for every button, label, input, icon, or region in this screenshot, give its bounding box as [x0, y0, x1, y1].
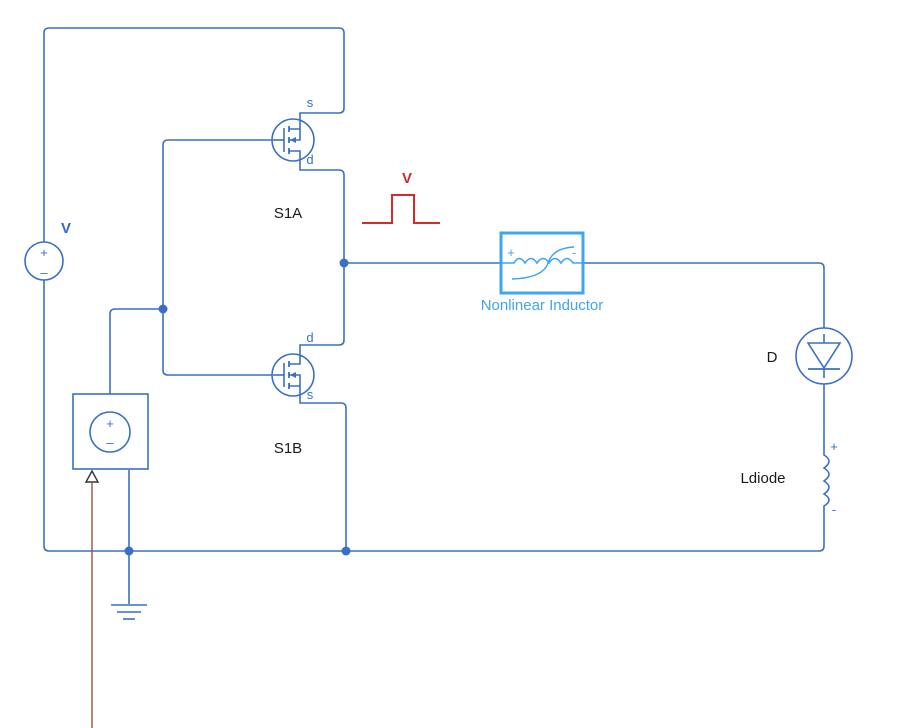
junction-dot [124, 546, 134, 556]
nonlinear-inductor-label: Nonlinear Inductor [481, 297, 604, 314]
junction-dot [341, 546, 351, 556]
dc-source-plus: + [40, 245, 48, 260]
ldiode-plus: + [830, 439, 838, 454]
wire-gate-bus[interactable] [162, 139, 273, 376]
wire-left-bottom[interactable] [43, 279, 825, 552]
s1b-label: S1B [274, 440, 302, 457]
wires [43, 27, 825, 604]
signal-input-port-icon[interactable] [84, 469, 100, 483]
wire-inductor-to-diode[interactable] [583, 262, 825, 334]
ldiode-minus: - [832, 502, 836, 517]
mosfet-s1a[interactable]: s d S1A [271, 95, 315, 222]
nonlinear-inductor[interactable]: + - Nonlinear Inductor [481, 231, 604, 314]
wire-s1b-source[interactable] [299, 397, 347, 551]
s1a-pin-s: s [307, 95, 314, 110]
controlled-source-minus: – [106, 435, 114, 450]
inductor-plus: + [507, 245, 515, 260]
wire-top-loop[interactable] [43, 27, 345, 243]
mosfet-s1b[interactable]: d s S1B [271, 330, 315, 457]
controlled-source-plus: + [106, 416, 114, 431]
s1a-pin-d: d [306, 152, 313, 167]
ground-icon[interactable] [111, 604, 147, 620]
s1a-label: S1A [274, 205, 302, 222]
junction-dot [339, 258, 349, 268]
s1b-pin-s: s [307, 387, 314, 402]
diode[interactable]: D [767, 327, 853, 385]
junctions [124, 258, 351, 556]
ldiode-label: Ldiode [740, 470, 785, 487]
inductor-minus: - [572, 245, 576, 260]
diode-label: D [767, 349, 778, 366]
dc-source-minus: – [40, 265, 48, 280]
dc-source-label: V [61, 220, 71, 237]
wire-gate-to-source[interactable] [109, 308, 163, 394]
pulse-source-label: V [402, 170, 412, 187]
dc-voltage-source[interactable]: + – V [24, 220, 71, 281]
junction-dot [158, 304, 168, 314]
wire-drain-a[interactable] [299, 162, 345, 352]
inductor-ldiode[interactable]: + - Ldiode [740, 439, 837, 517]
s1b-pin-d: d [306, 330, 313, 345]
pulse-voltage-source[interactable]: V [362, 170, 440, 224]
controlled-voltage-source[interactable]: + – [72, 393, 149, 483]
